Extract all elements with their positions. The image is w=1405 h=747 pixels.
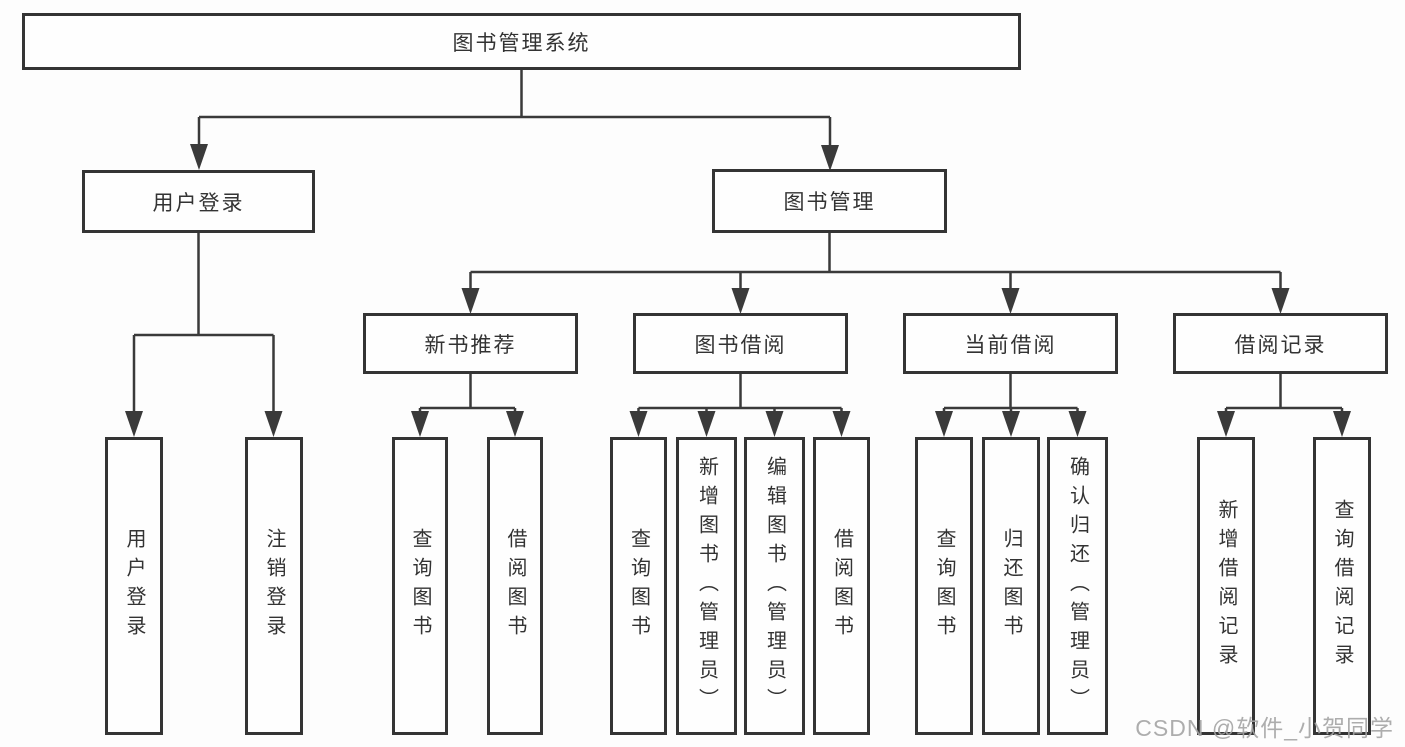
node-book-borrow-label: 图书借阅	[694, 333, 787, 357]
connector-current-borrow	[935, 374, 1087, 437]
arrowhead	[1068, 411, 1087, 437]
connector-user-login	[125, 233, 283, 437]
leaf-query-book-3: 查询图书	[915, 437, 973, 735]
connector-book-mgmt	[461, 233, 1290, 314]
arrowhead	[190, 144, 208, 170]
arrowhead	[264, 411, 283, 437]
arrowhead	[629, 411, 648, 437]
arrowhead	[1271, 288, 1290, 314]
leaf-query-book-2: 查询图书	[610, 437, 667, 735]
arrowhead	[125, 411, 143, 437]
node-book-management-label: 图书管理	[783, 191, 876, 214]
connector-new-book	[411, 374, 524, 437]
leaf-query-book-2-label: 查询图书	[627, 528, 650, 644]
node-new-book-recommend-label: 新书推荐	[424, 333, 517, 357]
node-book-management: 图书管理	[712, 169, 947, 233]
arrowhead	[731, 288, 750, 314]
csdn-watermark: CSDN @软件_小贺同学	[1135, 715, 1394, 741]
leaf-user-login-label: 用户登录	[123, 528, 145, 644]
leaf-add-book-admin-label: 新增图书（管理员）	[695, 455, 718, 717]
leaf-confirm-return-admin: 确认归还（管理员）	[1047, 437, 1108, 735]
arrowhead	[1333, 411, 1351, 437]
arrowhead	[1002, 411, 1020, 437]
leaf-return-book: 归还图书	[982, 437, 1040, 735]
arrowhead	[832, 411, 851, 437]
leaf-return-book-label: 归还图书	[1000, 528, 1022, 644]
leaf-logout: 注销登录	[245, 437, 303, 735]
node-user-login-label: 用户登录	[152, 191, 245, 215]
node-new-book-recommend: 新书推荐	[363, 313, 578, 374]
connector-root	[190, 69, 839, 171]
leaf-query-book-3-label: 查询图书	[933, 528, 955, 644]
node-user-login: 用户登录	[82, 170, 315, 233]
arrowhead	[935, 411, 953, 437]
leaf-borrow-book-2-label: 借阅图书	[830, 528, 853, 644]
node-book-borrow: 图书借阅	[633, 313, 848, 374]
arrowhead	[1001, 288, 1020, 314]
leaf-add-borrow-record: 新增借阅记录	[1197, 437, 1255, 735]
leaf-add-book-admin: 新增图书（管理员）	[676, 437, 737, 735]
leaf-edit-book-admin-label: 编辑图书（管理员）	[763, 455, 786, 717]
leaf-query-borrow-record-label: 查询借阅记录	[1331, 499, 1353, 673]
leaf-edit-book-admin: 编辑图书（管理员）	[744, 437, 805, 735]
connector-borrow-record	[1217, 374, 1351, 437]
leaf-logout-label: 注销登录	[263, 528, 285, 644]
node-borrow-record: 借阅记录	[1173, 313, 1388, 374]
arrowhead	[697, 411, 716, 437]
leaf-borrow-book-1-label: 借阅图书	[504, 528, 526, 644]
leaf-query-book-1-label: 查询图书	[409, 528, 431, 644]
leaf-add-borrow-record-label: 新增借阅记录	[1215, 499, 1237, 673]
arrowhead	[1217, 411, 1235, 437]
leaf-query-borrow-record: 查询借阅记录	[1313, 437, 1371, 735]
arrowhead	[506, 411, 524, 437]
arrowhead	[411, 411, 429, 437]
node-borrow-record-label: 借阅记录	[1234, 333, 1327, 357]
node-root: 图书管理系统	[22, 13, 1021, 70]
leaf-user-login: 用户登录	[105, 437, 163, 735]
leaf-borrow-book-2: 借阅图书	[813, 437, 870, 735]
leaf-confirm-return-admin-label: 确认归还（管理员）	[1066, 455, 1089, 717]
node-root-label: 图书管理系统	[452, 31, 591, 55]
connector-book-borrow	[629, 374, 851, 437]
node-current-borrow-label: 当前借阅	[964, 333, 1057, 357]
node-current-borrow: 当前借阅	[903, 313, 1118, 374]
arrowhead	[765, 411, 784, 437]
leaf-borrow-book-1: 借阅图书	[487, 437, 543, 735]
arrowhead	[821, 145, 839, 171]
leaf-query-book-1: 查询图书	[392, 437, 448, 735]
arrowhead	[461, 288, 480, 314]
